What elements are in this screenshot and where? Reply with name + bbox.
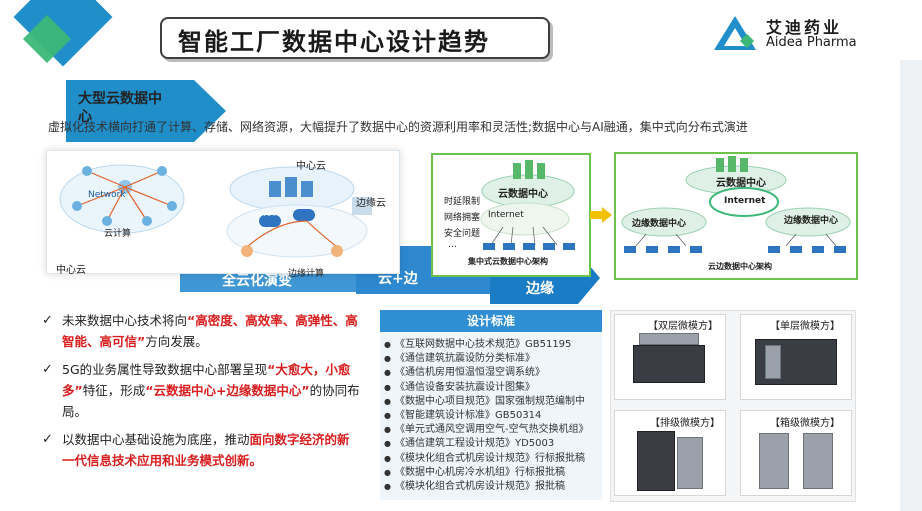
edge-dc-right-label: 边缘数据中心 [784,216,839,226]
internet-label-2: Internet [724,196,766,206]
api-label: API [264,210,276,218]
trend-description: 虚拟化技术横向打通了计算、存储、网络资源，大幅提升了数据中心的资源利用率和灵活性… [48,120,748,134]
stage-label-2: 云+边 [378,271,418,287]
check-icon: ✓ [42,362,53,377]
cabinet-icon [637,431,675,491]
cabinet-side-icon [677,437,703,489]
centralized-cloud-icon [480,160,575,250]
bullet-highlight: “云数据中心+边缘数据中心” [145,383,310,398]
centralized-caption: 集中式云数据中心架构 [468,257,548,266]
cabinet-icon [759,433,789,489]
network-diagram-icon [59,164,372,258]
list-item: ●《数据中心机房冷水机组》行标报批稿 [384,466,565,478]
module-card-row-level [614,410,726,496]
module-label-1: 【双层微模方】 [648,321,718,332]
trend-bullets: ✓ 未来数据中心技术将向“高密度、高效率、高弹性、高智能、高可信”方向发展。 ✓… [42,310,362,478]
standards-panel [380,310,602,500]
network-label: Network [88,190,126,200]
transition-arrow-icon [590,207,612,223]
issue-latency: 时延限制 [444,197,481,207]
cabinet-icon [633,345,705,383]
center-cloud-label-bottom: 中心云 [56,265,86,276]
list-item: ●《单元式通风空调用空气-空气热交换机组》 [384,424,589,436]
list-item: ●《数据中心项目规范》国家强制规范编制中 [384,395,585,407]
issue-security: 安全问题 [444,229,481,239]
list-item: ●《智能建筑设计标准》GB50314 [384,410,542,422]
list-item: ●《通信机房用恒温恒湿空调系统》 [384,367,545,379]
module-label-3: 【排级微模方】 [650,418,720,429]
module-card-box-level [740,410,852,496]
bullet-highlight: 面向数字经济的新一代信息技术应用和业务模式创新。 [62,432,350,468]
edge-dc-left-label: 边缘数据中心 [632,219,687,229]
cabinet-top-icon [639,333,699,345]
module-card-double-layer [614,314,726,400]
module-label-4: 【箱级微模方】 [770,418,840,429]
banner-arrow [66,80,226,142]
bullet-highlight: “大愈大，小愈多” [62,362,351,398]
title-frame [160,17,550,59]
company-logo-icon [714,16,756,50]
issue-more: … [448,240,457,250]
list-item: ●《互联网数据中心技术规范》GB51195 [384,339,572,350]
bullet-text: 以数据中心基础设施为底座，推动 [62,432,250,447]
bullet-text: 未来数据中心技术将向 [62,313,188,328]
cloud-edge-caption: 云边数据中心架构 [708,262,772,271]
check-icon: ✓ [42,432,53,447]
cloud-edge-architecture-diagram [614,152,858,280]
module-card-single-layer [740,314,852,400]
bullet-item: ✓ 未来数据中心技术将向“高密度、高效率、高弹性、高智能、高可信”方向发展。 [42,310,362,352]
cloud-dc-label: 云数据中心 [498,189,548,200]
bullet-highlight: “高密度、高效率、高弹性、高智能、高可信” [62,313,358,349]
center-cloud-label-top: 中心云 [296,161,326,172]
page-title: 智能工厂数据中心设计趋势 [178,28,490,56]
edge-cloud-label: 边缘云 [356,198,386,209]
list-item: ●《模块化组合式机房设计规范》行标报批稿 [384,452,585,464]
cloud-edge-illustration [46,150,400,274]
stage-label-3: 边缘 [526,281,554,297]
bullet-text: 方向发展。 [145,334,208,349]
banner-label: 大型云数据中心 [78,91,162,125]
list-item: ●《通信建筑工程设计规范》YD5003 [384,438,555,450]
cabinet-door-icon [765,345,781,379]
bullet-item: ✓ 5G的业务属性导致数据中心部署呈现“大愈大，小愈多”特征，形成“云数据中心+… [42,359,362,422]
list-item: ●《通信设备安装抗震设计图集》 [384,381,535,393]
internet-label: Internet [488,210,524,220]
standards-list: ●《互联网数据中心技术规范》GB51195 ●《通信建筑抗震设防分类标准》 ●《… [384,338,602,494]
cloud-edge-icon [621,156,851,253]
stage-label-1: 全云化演变 [222,273,292,289]
check-icon: ✓ [42,313,53,328]
cloud-compute-label: 云计算 [104,229,132,239]
module-label-2: 【单层微模方】 [770,321,840,332]
bullet-item: ✓ 以数据中心基础设施为底座，推动面向数字经济的新一代信息技术应用和业务模式创新… [42,429,362,471]
bullet-text: 5G的业务属性导致数据中心部署呈现 [62,362,268,377]
edge-strip [900,60,922,511]
company-name-cn: 艾迪药业 [766,18,843,37]
edge-compute-label: 边缘计算 [288,269,325,279]
list-item: ●《模块化组合式机房设计规范》报批稿 [384,481,565,493]
cloud-dc-label-2: 云数据中心 [716,178,766,189]
cabinet-icon [803,433,833,489]
standards-title: 设计标准 [380,310,602,332]
company-name-en: Aidea Pharma [766,35,857,50]
issue-congestion: 网络拥塞 [444,213,481,223]
bullet-text: 的协同布局。 [62,383,360,419]
bullet-text: 特征，形成 [82,383,146,398]
list-item: ●《通信建筑抗震设防分类标准》 [384,353,535,365]
